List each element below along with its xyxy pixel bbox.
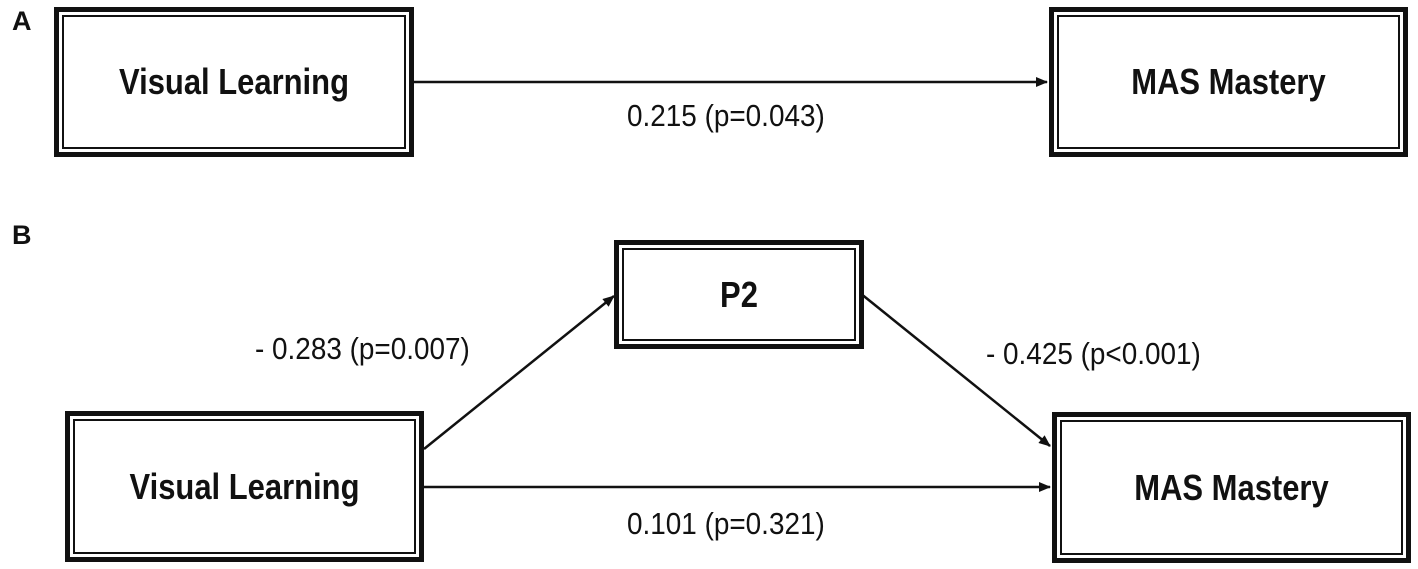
panel-b-outcome-text: MAS Mastery — [1134, 466, 1329, 508]
panel-b-path-b-label: - 0.425 (p<0.001) — [986, 336, 1201, 371]
panel-a-label: A — [12, 6, 32, 36]
panel-b-path-a-label: - 0.283 (p=0.007) — [255, 331, 470, 366]
panel-b-mediator-text: P2 — [720, 273, 758, 315]
panel-a-total-effect-label: 0.215 (p=0.043) — [627, 98, 825, 133]
panel-b-label: B — [12, 220, 32, 250]
panel-a-predictor-box: Visual Learning — [54, 7, 414, 157]
arrow-b-path-a — [423, 295, 615, 450]
panel-b-predictor-box: Visual Learning — [65, 411, 424, 562]
panel-b-direct-effect-label: 0.101 (p=0.321) — [627, 506, 825, 541]
panel-a-outcome-text: MAS Mastery — [1131, 61, 1326, 102]
panel-b-predictor-text: Visual Learning — [129, 465, 360, 507]
panel-b-outcome-box: MAS Mastery — [1052, 412, 1411, 563]
panel-a-outcome-box: MAS Mastery — [1049, 7, 1408, 157]
panel-a-predictor-text: Visual Learning — [119, 61, 349, 102]
panel-b-mediator-box: P2 — [614, 240, 864, 349]
arrow-b-path-b — [859, 292, 1051, 447]
